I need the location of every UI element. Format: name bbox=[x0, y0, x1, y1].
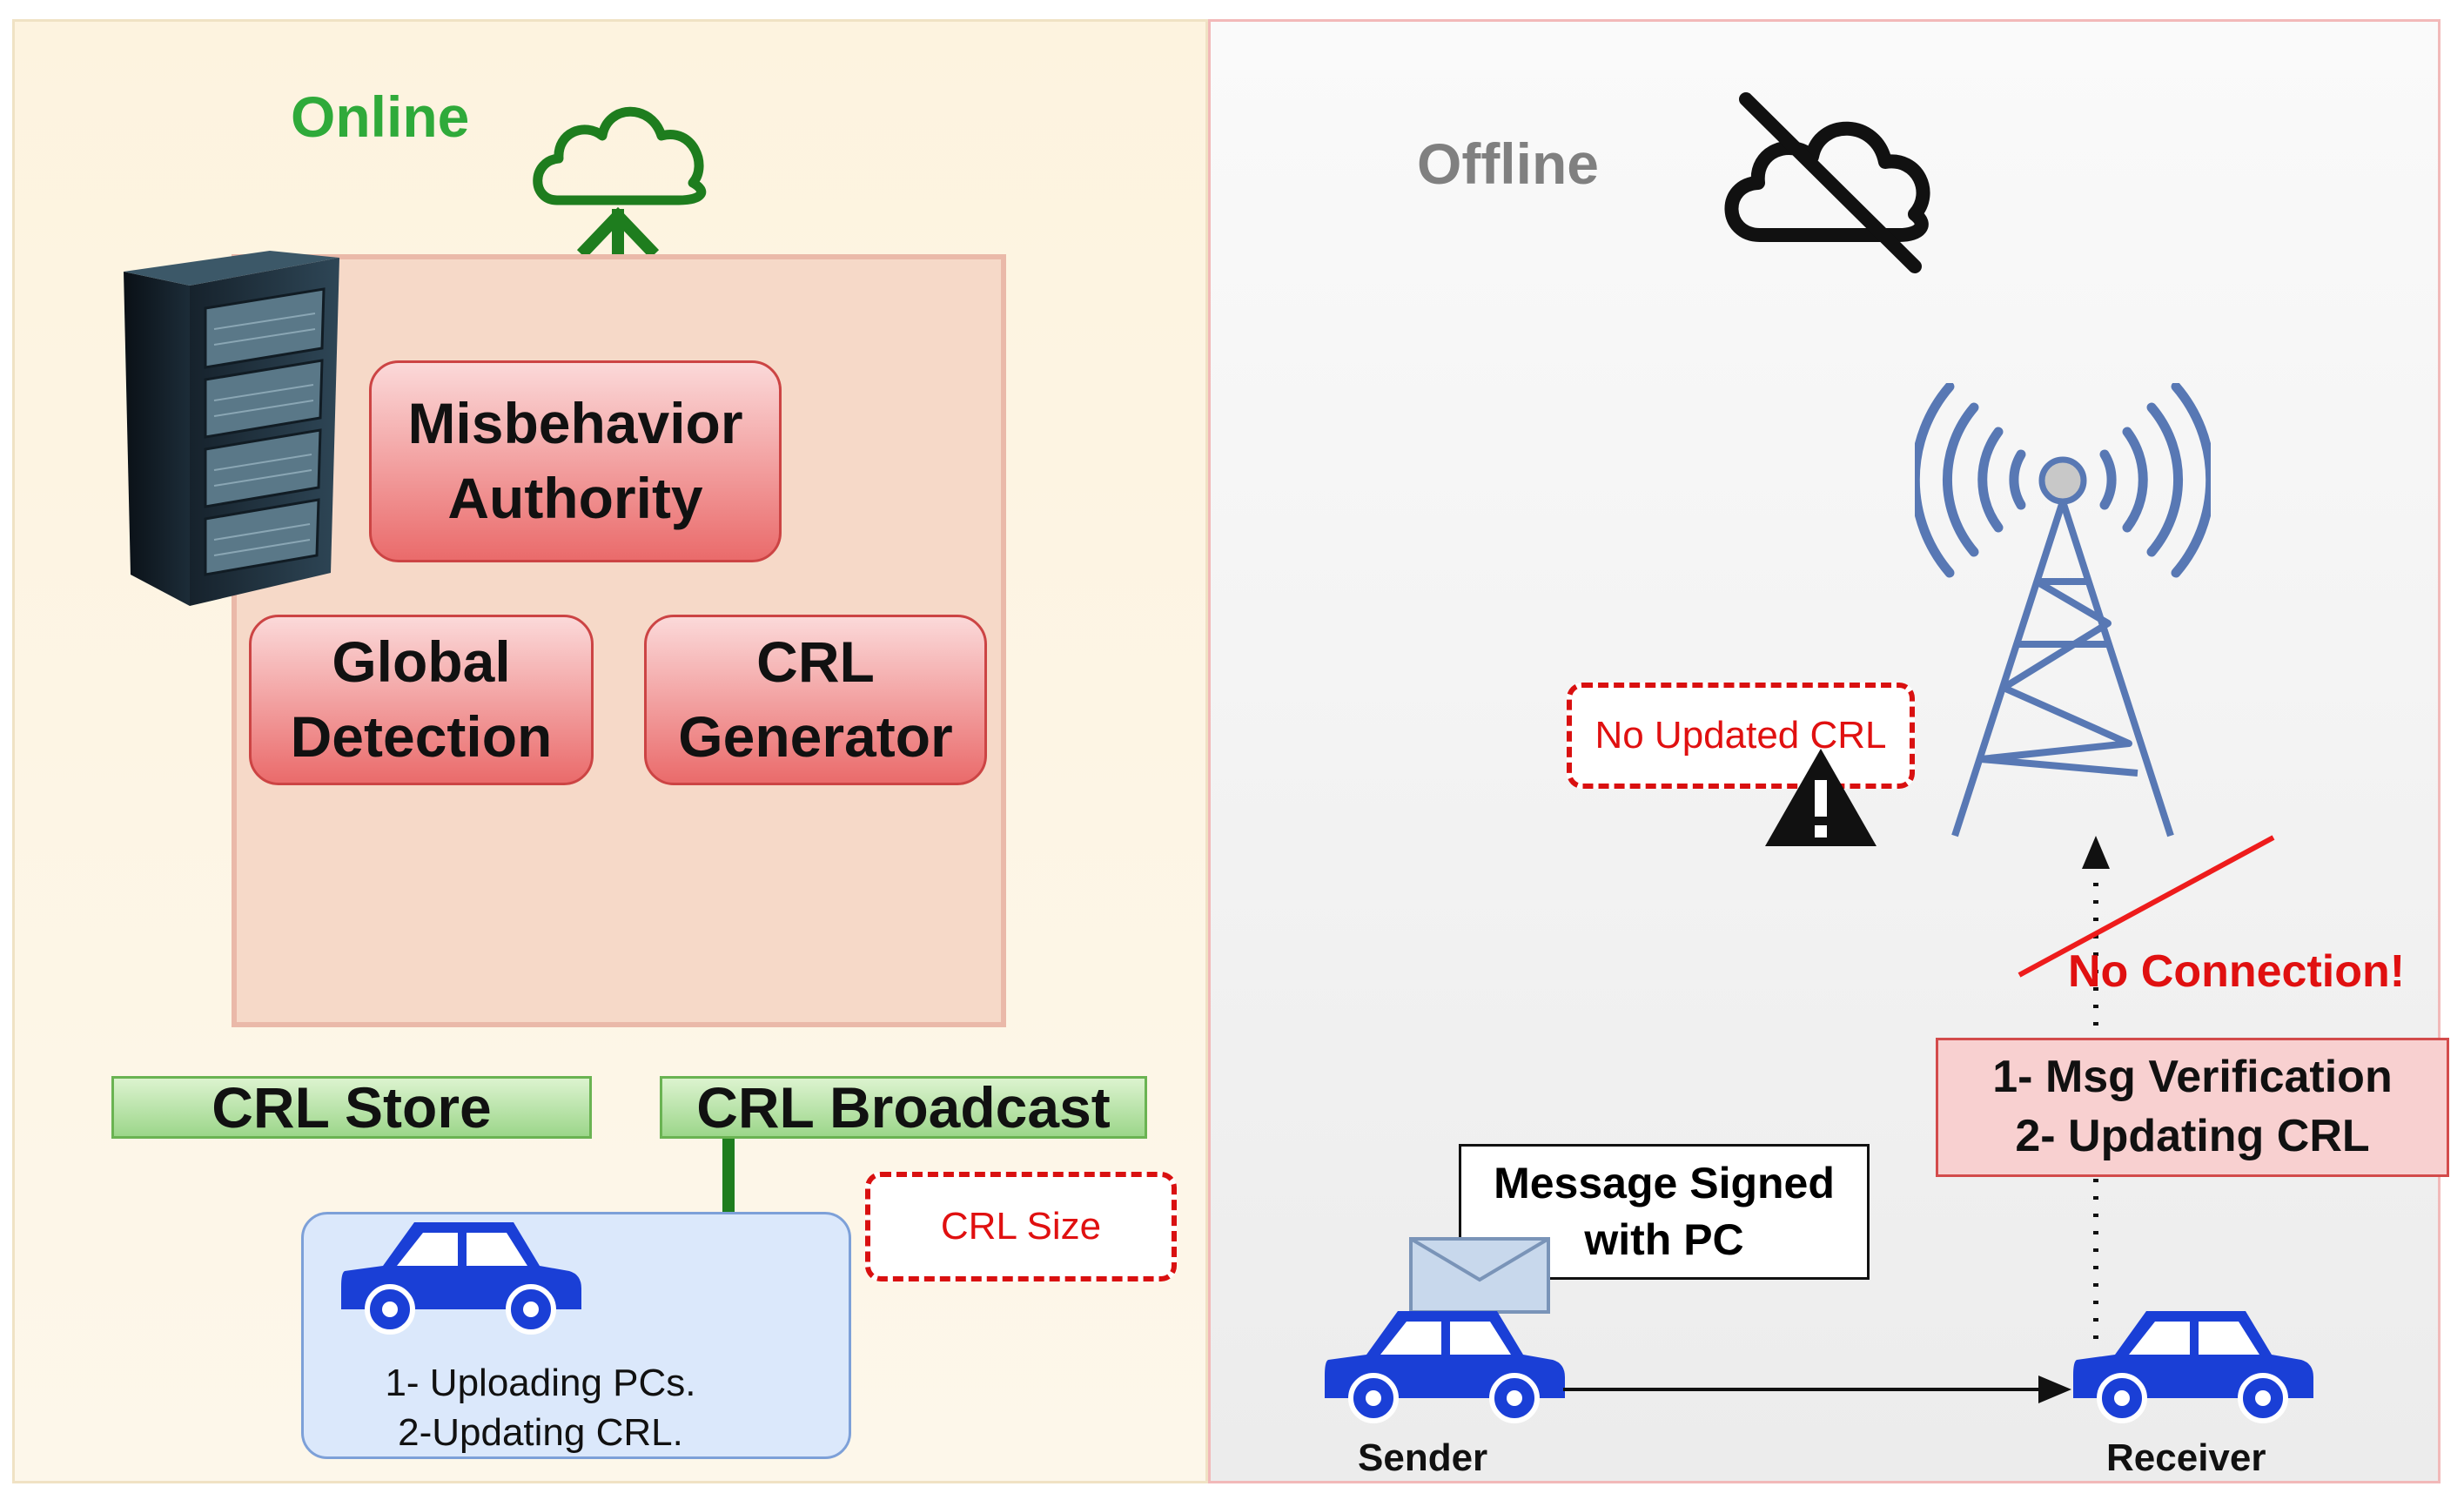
radio-tower-icon bbox=[1915, 383, 2211, 837]
global-detection-box: Global Detection bbox=[249, 615, 594, 785]
vehicle-steps: 1- Uploading PCs. 2-Updating CRL. bbox=[385, 1362, 696, 1455]
offline-label: Offline bbox=[1417, 131, 1599, 196]
crl-broadcast-bar: CRL Broadcast bbox=[660, 1075, 1147, 1140]
no-connection-label: No Connection! bbox=[2068, 946, 2406, 997]
warning-icon bbox=[1765, 749, 1877, 846]
sender-car-icon bbox=[1325, 1311, 1565, 1423]
online-label: Online bbox=[291, 84, 470, 149]
receiver-car-icon bbox=[2073, 1311, 2313, 1423]
no-updated-crl-callout: No Updated CRL bbox=[1567, 683, 1915, 789]
crl-generator-box: CRL Generator bbox=[644, 615, 987, 785]
receiver-label: Receiver bbox=[2106, 1436, 2266, 1479]
verification-box: 1- Msg Verification 2- Updating CRL bbox=[1936, 1038, 2449, 1177]
envelope-icon bbox=[1409, 1237, 1550, 1314]
broken-link-slash bbox=[2018, 835, 2275, 978]
broadcast-connector bbox=[722, 1139, 735, 1215]
message-arrow bbox=[1563, 1376, 2071, 1403]
crl-store-bar: CRL Store bbox=[111, 1075, 592, 1140]
crl-size-callout: CRL Size bbox=[865, 1172, 1177, 1281]
car-icon bbox=[341, 1222, 581, 1335]
cloud-off-icon bbox=[1724, 92, 1930, 273]
server-rack-icon bbox=[124, 251, 339, 606]
sender-label: Sender bbox=[1358, 1436, 1488, 1479]
misbehavior-authority-box: Misbehavior Authority bbox=[369, 360, 782, 562]
